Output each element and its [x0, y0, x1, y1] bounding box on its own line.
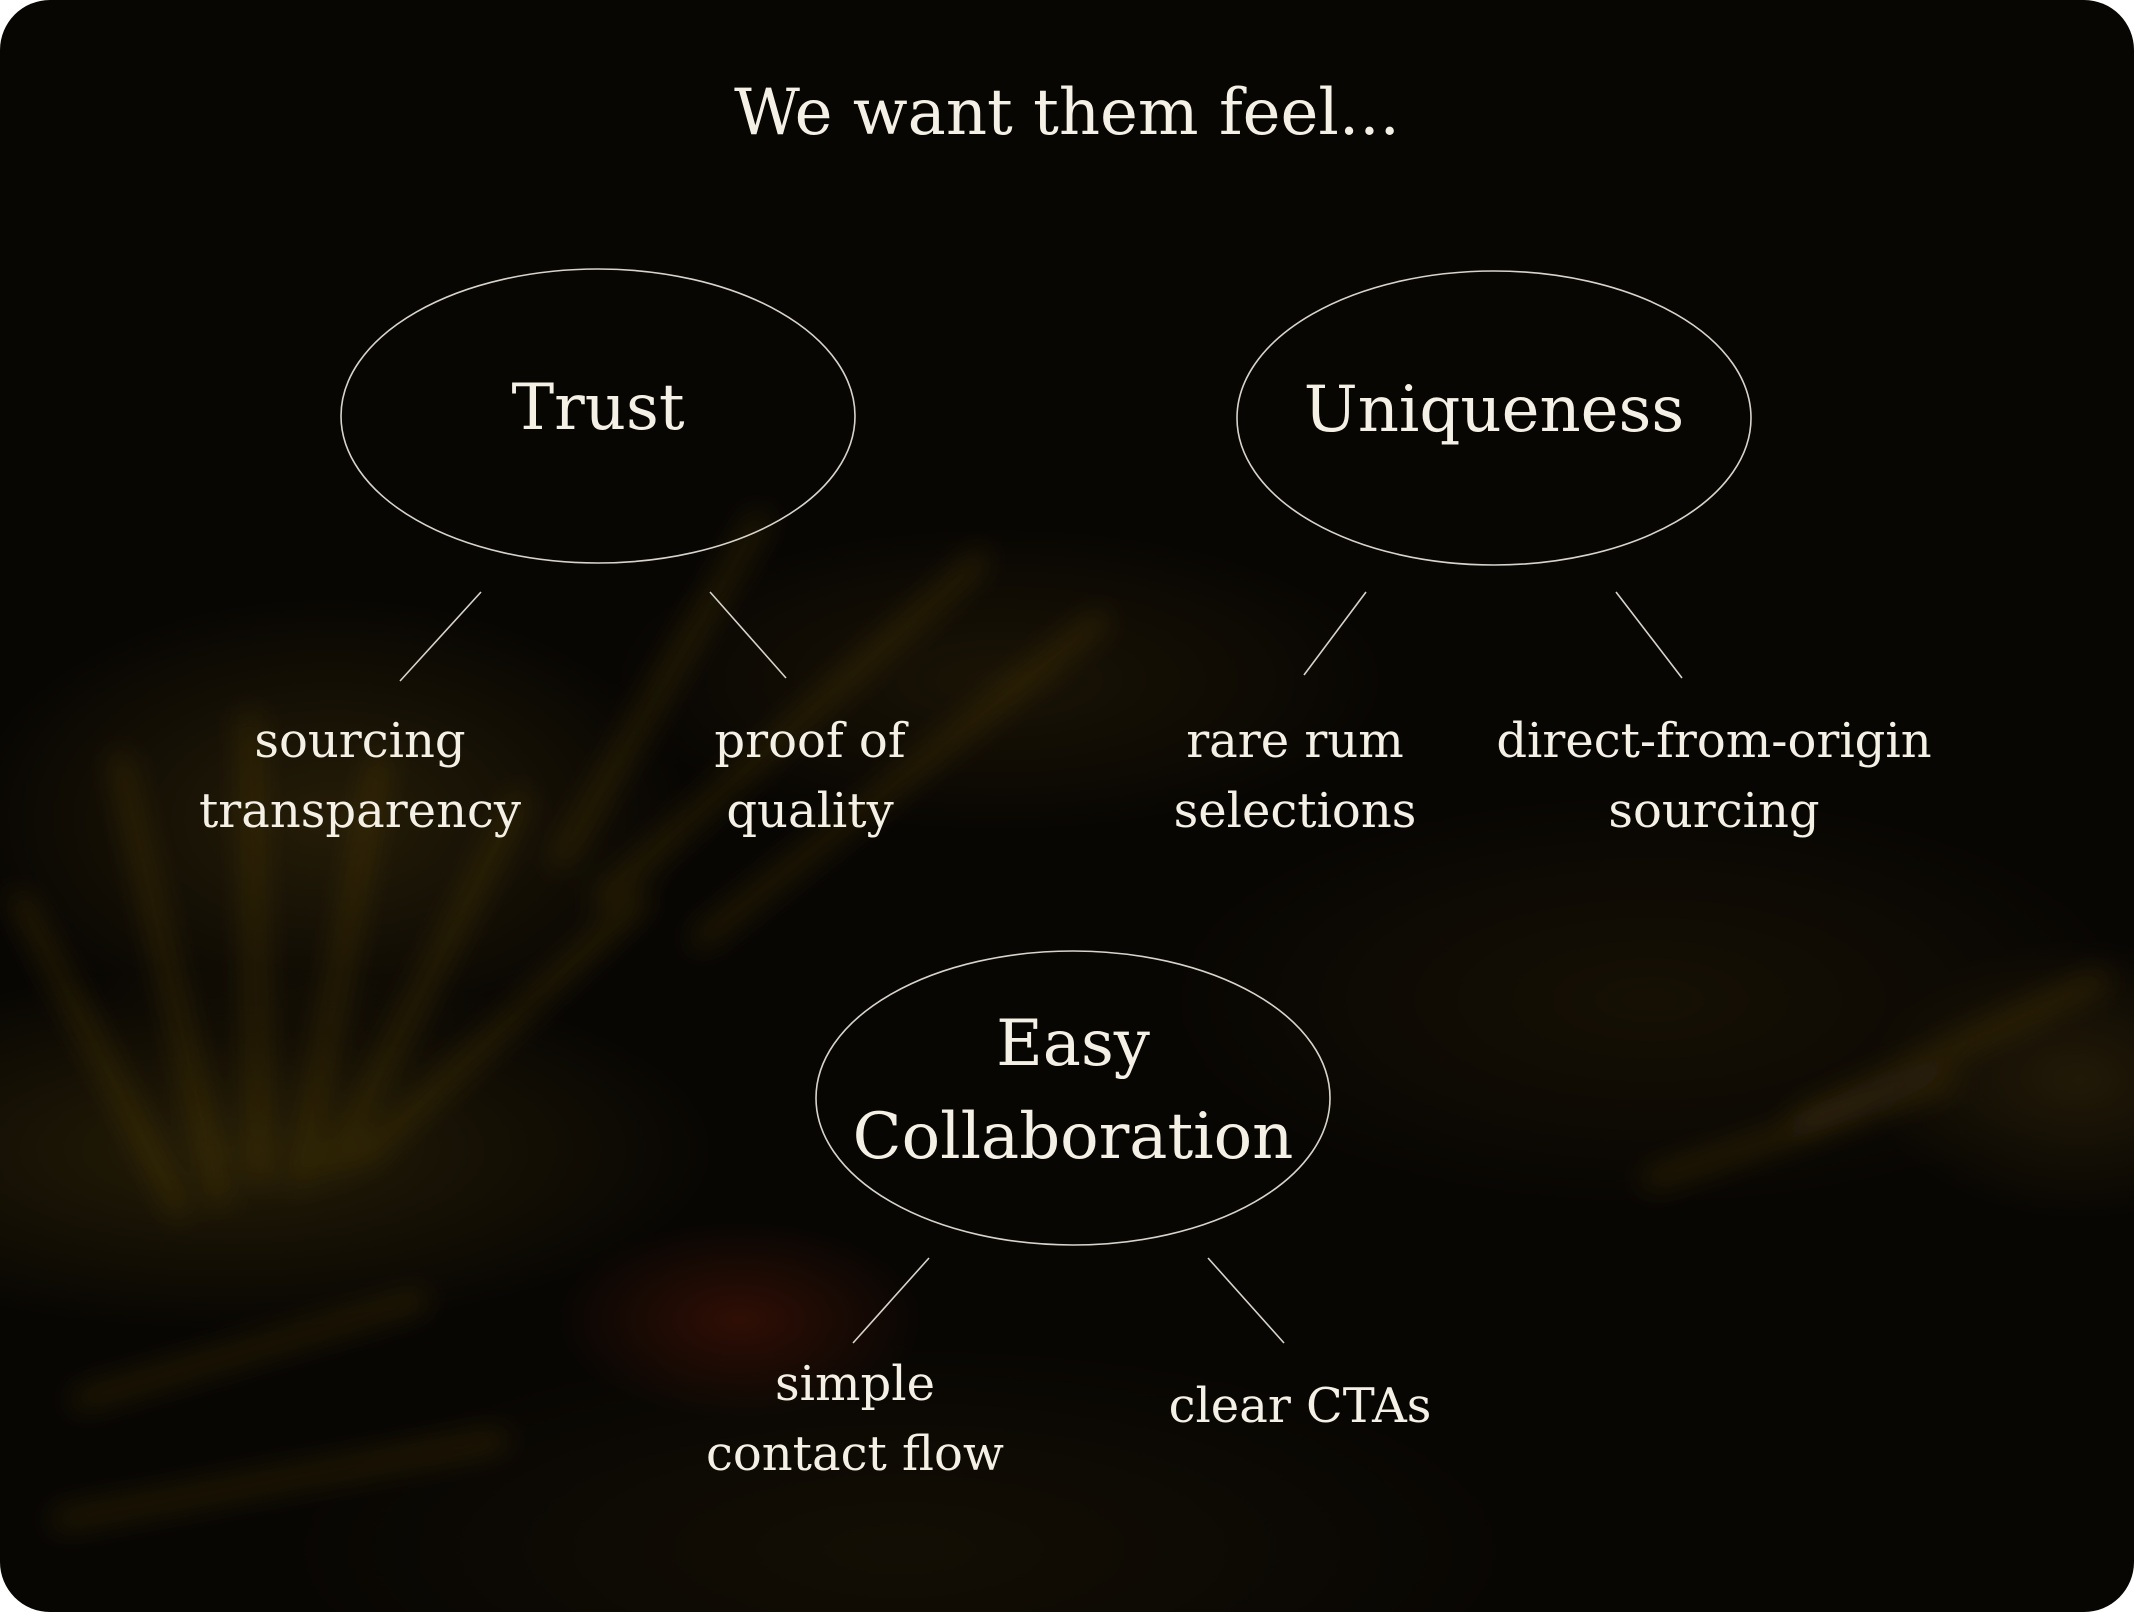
- page-title: We want them feel...: [734, 76, 1400, 150]
- collaboration-connector-right: [1207, 1257, 1285, 1344]
- leaf-line: direct-from-origin: [1496, 713, 1932, 769]
- leaf-line: sourcing: [1608, 782, 1820, 839]
- easy-collaboration-label-line-1: Easy: [996, 1007, 1150, 1081]
- uniqueness-node-label: Uniqueness: [1303, 373, 1685, 447]
- collaboration-connector-left: [852, 1257, 930, 1344]
- easy-collaboration-label-line-2: Collaboration: [852, 1099, 1294, 1174]
- uniqueness-connector-right: [1615, 591, 1683, 679]
- leaf-line: quality: [726, 782, 894, 839]
- uniqueness-node-ellipse: [1236, 270, 1752, 566]
- leaf-rare-rum-selections: rare rum selections: [1095, 707, 1495, 846]
- trust-node-label: Trust: [511, 371, 685, 445]
- trust-connector-left: [399, 591, 482, 682]
- easy-collaboration-node-ellipse: [815, 950, 1331, 1246]
- leaf-proof-of-quality: proof of quality: [610, 707, 1010, 846]
- leaf-line: proof of: [714, 713, 906, 769]
- leaf-clear-ctas: clear CTAs: [1100, 1372, 1500, 1442]
- leaf-simple-contact-flow: simple contact flow: [655, 1350, 1055, 1489]
- easy-collaboration-node-label: Easy Collaboration: [823, 998, 1323, 1184]
- leaf-line: clear CTAs: [1168, 1378, 1432, 1434]
- leaf-line: transparency: [198, 782, 521, 839]
- leaf-line: simple: [775, 1356, 935, 1412]
- leaf-direct-from-origin-sourcing: direct-from-origin sourcing: [1464, 707, 1964, 846]
- leaf-line: selections: [1173, 782, 1417, 839]
- trust-connector-right: [709, 591, 787, 679]
- leaf-sourcing-transparency: sourcing transparency: [160, 707, 560, 846]
- trust-node-ellipse: [340, 268, 856, 564]
- leaf-line: rare rum: [1186, 713, 1404, 769]
- uniqueness-connector-left: [1303, 591, 1367, 676]
- leaf-line: contact flow: [705, 1425, 1005, 1482]
- leaf-line: sourcing: [254, 713, 466, 769]
